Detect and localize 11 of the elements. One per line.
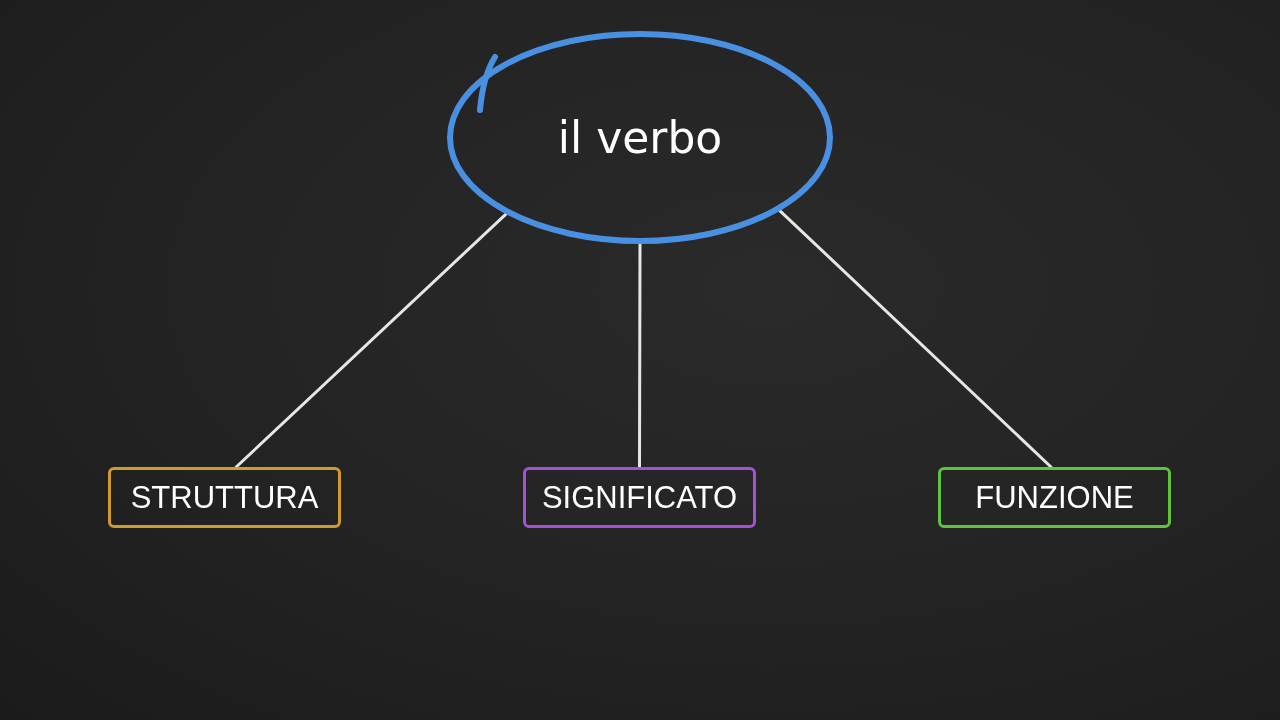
outlined-box xyxy=(523,467,756,528)
outlined-box xyxy=(938,467,1171,528)
connector-line xyxy=(778,209,1053,469)
node-label: SIGNIFICATO xyxy=(541,482,738,513)
node-label: STRUTTURA xyxy=(130,482,319,513)
outlined-box xyxy=(108,467,341,528)
node-label: FUNZIONE xyxy=(975,482,1134,513)
connector-line xyxy=(234,212,508,469)
node-label: il verbo xyxy=(557,115,723,160)
connector-line xyxy=(638,242,642,469)
oval-node xyxy=(446,30,834,245)
